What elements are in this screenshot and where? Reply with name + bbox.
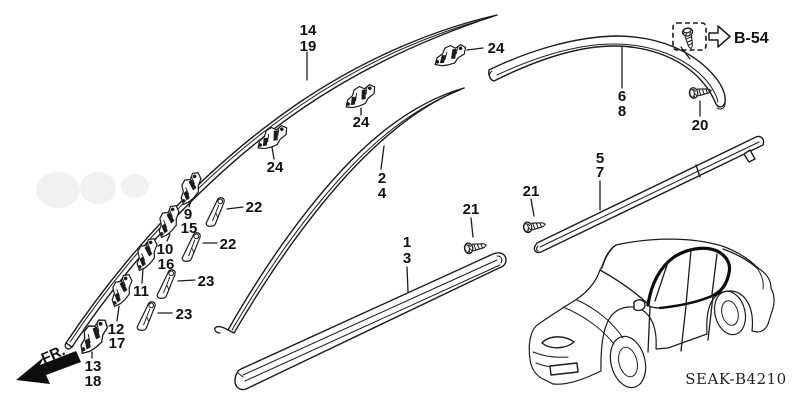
callout-13[interactable]: 13	[85, 358, 102, 375]
front-grille	[549, 362, 579, 376]
car-illustration	[528, 238, 775, 389]
callout-23-b[interactable]: 23	[176, 306, 193, 323]
callout-16[interactable]: 16	[158, 256, 175, 273]
reference-label[interactable]: B-54	[734, 30, 769, 47]
fr-direction: FR.	[16, 342, 81, 384]
headlight	[541, 336, 575, 349]
molding-front-belt-5-7	[533, 135, 765, 254]
callout-22-b[interactable]: 22	[220, 236, 237, 253]
rear-wheel	[713, 290, 747, 336]
fr-arrow-icon	[16, 351, 81, 384]
clip-24-b	[340, 80, 380, 112]
side-mirror	[633, 299, 646, 312]
callout-7[interactable]: 7	[596, 164, 604, 181]
callout-labels: 14 19 24 24 24 2 4 6 8 20 5 7 21 21 1 3 …	[85, 22, 709, 390]
callout-21-a[interactable]: 21	[463, 201, 480, 218]
molding-rear-belt-1-3	[234, 252, 507, 391]
reference-dashed-box	[672, 22, 707, 51]
callout-17[interactable]: 17	[109, 335, 126, 352]
callout-4[interactable]: 4	[378, 185, 387, 202]
callout-1[interactable]: 1	[403, 234, 411, 251]
clip-24-a	[430, 41, 470, 69]
callout-11[interactable]: 11	[133, 283, 149, 300]
clip-23-a	[149, 267, 184, 302]
callout-5[interactable]: 5	[596, 150, 604, 167]
callout-8[interactable]: 8	[618, 103, 626, 120]
screw-21-b	[522, 218, 547, 234]
callout-3[interactable]: 3	[403, 250, 411, 267]
callout-24-c[interactable]: 24	[267, 159, 284, 176]
clip-22-a	[198, 195, 233, 230]
callout-10[interactable]: 10	[157, 241, 174, 258]
callout-24-a[interactable]: 24	[488, 40, 505, 57]
callout-22-a[interactable]: 22	[246, 199, 263, 216]
callout-23-a[interactable]: 23	[198, 273, 215, 290]
callout-14[interactable]: 14	[300, 22, 317, 39]
callout-19[interactable]: 19	[300, 38, 317, 55]
molding-roof-rail-6-8	[488, 35, 726, 110]
callout-15[interactable]: 15	[181, 220, 198, 237]
highlighted-roof-molding	[646, 246, 732, 307]
reference-screw-icon	[681, 26, 697, 51]
diagram-code: SEAK-B4210	[685, 370, 786, 388]
callout-24-b[interactable]: 24	[353, 114, 370, 131]
callout-9[interactable]: 9	[184, 206, 192, 223]
molding-front-pillar-2-4	[214, 87, 465, 334]
callout-12[interactable]: 12	[108, 321, 125, 338]
callout-20[interactable]: 20	[692, 117, 709, 134]
callout-2[interactable]: 2	[378, 170, 386, 187]
callout-21-b[interactable]: 21	[523, 183, 540, 200]
callout-18[interactable]: 18	[85, 373, 102, 390]
watermark-smudge	[36, 172, 149, 208]
reference-b54[interactable]: B-54	[672, 22, 769, 51]
clip-23-b	[129, 299, 164, 334]
reference-arrow-icon	[708, 25, 731, 48]
screw-21-a	[463, 239, 488, 255]
leader-lines	[91, 45, 701, 359]
callout-6[interactable]: 6	[618, 88, 626, 105]
